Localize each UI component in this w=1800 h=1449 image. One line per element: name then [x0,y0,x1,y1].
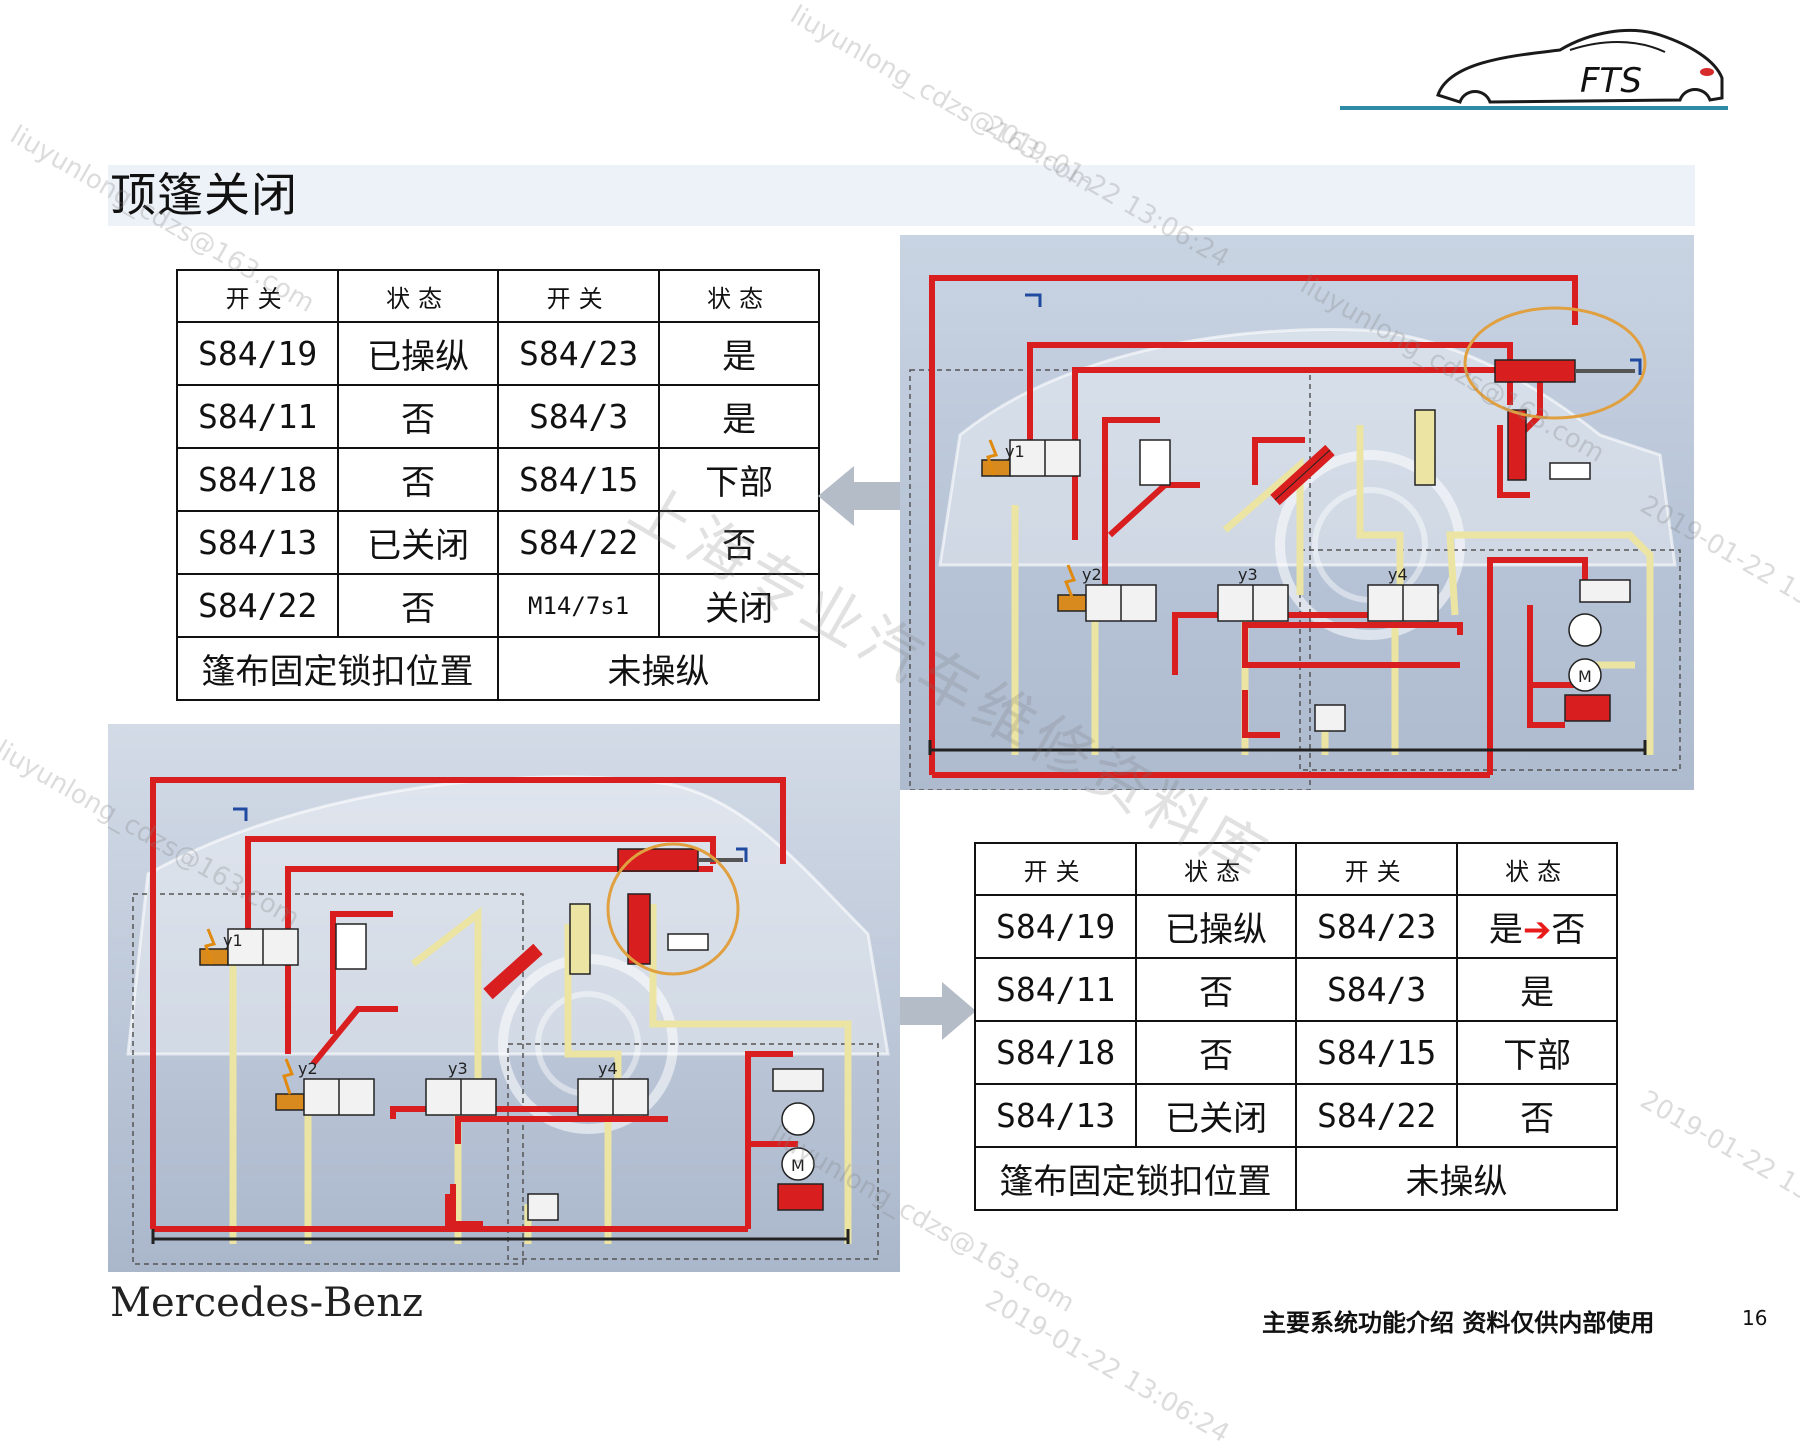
table-row: S84/11 否 S84/3 是 [175,384,820,449]
status-cell: 下部 [1456,1020,1618,1085]
table-row: S84/19 已操纵 S84/23 是➔否 [973,894,1618,959]
table-row: S84/11 否 S84/3 是 [973,957,1618,1022]
switch-cell: S84/13 [175,510,340,575]
table-row: S84/18 否 S84/15 下部 [175,447,820,512]
switch-cell: S84/19 [973,894,1138,959]
switch-cell: S84/18 [973,1020,1138,1085]
status-cell: 否 [1456,1083,1618,1148]
header-switch: 开关 [1294,842,1459,896]
switch-cell: S84/23 [496,321,661,386]
switch-cell: M14/7s1 [496,573,661,638]
change-arrow-icon: ➔ [1522,910,1552,950]
header-switch: 开关 [973,842,1138,896]
switch-cell: S84/3 [496,384,661,449]
fts-logo: FTS [1430,20,1730,115]
table-row: S84/18 否 S84/15 下部 [973,1020,1618,1085]
motor-label: M [791,1156,805,1175]
right-arrow-icon [898,982,976,1040]
page-number: 16 [1742,1306,1768,1330]
switch-cell: S84/23 [1294,894,1459,959]
table-row: S84/13 已关闭 S84/22 否 [973,1083,1618,1148]
status-cell: 是 [658,384,820,449]
table-row: 篷布固定锁扣位置 未操纵 [974,1146,1619,1211]
switch-cell: S84/3 [1294,957,1459,1022]
valve-label-y2: y2 [1082,565,1102,584]
status-cell: 否 [337,447,499,512]
status-cell: 已关闭 [1135,1083,1297,1148]
status-cell: 已操纵 [1135,894,1297,959]
switch-cell: S84/15 [496,447,661,512]
switch-cell: S84/13 [973,1083,1138,1148]
header-status: 状态 [658,269,820,323]
brand-name: Mercedes-Benz [110,1280,424,1326]
lock-position-label: 篷布固定锁扣位置 [974,1146,1297,1211]
lock-position-label: 篷布固定锁扣位置 [176,636,498,701]
left-arrow-icon [818,466,904,526]
status-cell: 否 [1135,957,1297,1022]
table-row: 篷布固定锁扣位置 未操纵 [176,636,821,701]
switch-cell: S84/22 [1294,1083,1459,1148]
hydraulic-diagram-top: y1 y2 y3 y4 M [900,235,1694,790]
header-status: 状态 [337,269,499,323]
status-cell: 是 [658,321,820,386]
status-cell: 否 [658,510,820,575]
header-status: 状态 [1456,842,1618,896]
title-band [108,165,1695,226]
switch-cell: S84/18 [175,447,340,512]
switch-cell: S84/11 [175,384,340,449]
status-cell: 已关闭 [337,510,499,575]
status-cell: 是 [1456,957,1618,1022]
valve-label-y4: y4 [1388,565,1408,584]
motor-label: M [1578,667,1592,686]
valve-label-y1: y1 [1005,442,1025,461]
table-row: S84/19 已操纵 S84/23 是 [175,321,820,386]
valve-label-y3: y3 [448,1059,468,1078]
lock-position-value: 未操纵 [496,636,821,701]
table-row: S84/22 否 M14/7s1 关闭 [175,573,820,638]
switch-status-table-top: 开关 状态 开关 状态 S84/19 已操纵 S84/23 是 S84/11 否… [175,269,821,701]
switch-cell: S84/19 [175,321,340,386]
switch-status-table-bottom: 开关 状态 开关 状态 S84/19 已操纵 S84/23 是➔否 S84/11… [973,842,1619,1211]
status-to: 否 [1551,910,1586,950]
table-row: S84/13 已关闭 S84/22 否 [175,510,820,575]
status-cell: 已操纵 [337,321,499,386]
status-cell: 否 [337,573,499,638]
watermark-timestamp: 2019-01-22 13:06:24 [980,1285,1235,1449]
header-switch: 开关 [496,269,661,323]
logo-underline [1340,106,1728,110]
valve-label-y1: y1 [223,931,243,950]
footer-note: 主要系统功能介绍 资料仅供内部使用 [1262,1309,1655,1337]
hydraulic-diagram-bottom: y1 y2 y3 y4 M [108,724,900,1272]
switch-cell: S84/11 [973,957,1138,1022]
watermark-timestamp: 2019-01-22 13:06:24 [1635,1085,1800,1250]
valve-label-y4: y4 [598,1059,618,1078]
status-cell: 否 [337,384,499,449]
switch-cell: S84/22 [175,573,340,638]
valve-label-y2: y2 [298,1059,318,1078]
header-status: 状态 [1135,842,1297,896]
switch-cell: S84/22 [496,510,661,575]
status-change-cell: 是➔否 [1456,894,1618,959]
header-switch: 开关 [175,269,340,323]
page-title: 顶篷关闭 [110,168,298,222]
switch-cell: S84/15 [1294,1020,1459,1085]
valve-label-y3: y3 [1238,565,1258,584]
status-cell: 下部 [658,447,820,512]
logo-text: FTS [1580,61,1642,101]
status-cell: 否 [1135,1020,1297,1085]
status-cell: 关闭 [658,573,820,638]
lock-position-value: 未操纵 [1294,1146,1619,1211]
status-from: 是 [1488,910,1523,950]
